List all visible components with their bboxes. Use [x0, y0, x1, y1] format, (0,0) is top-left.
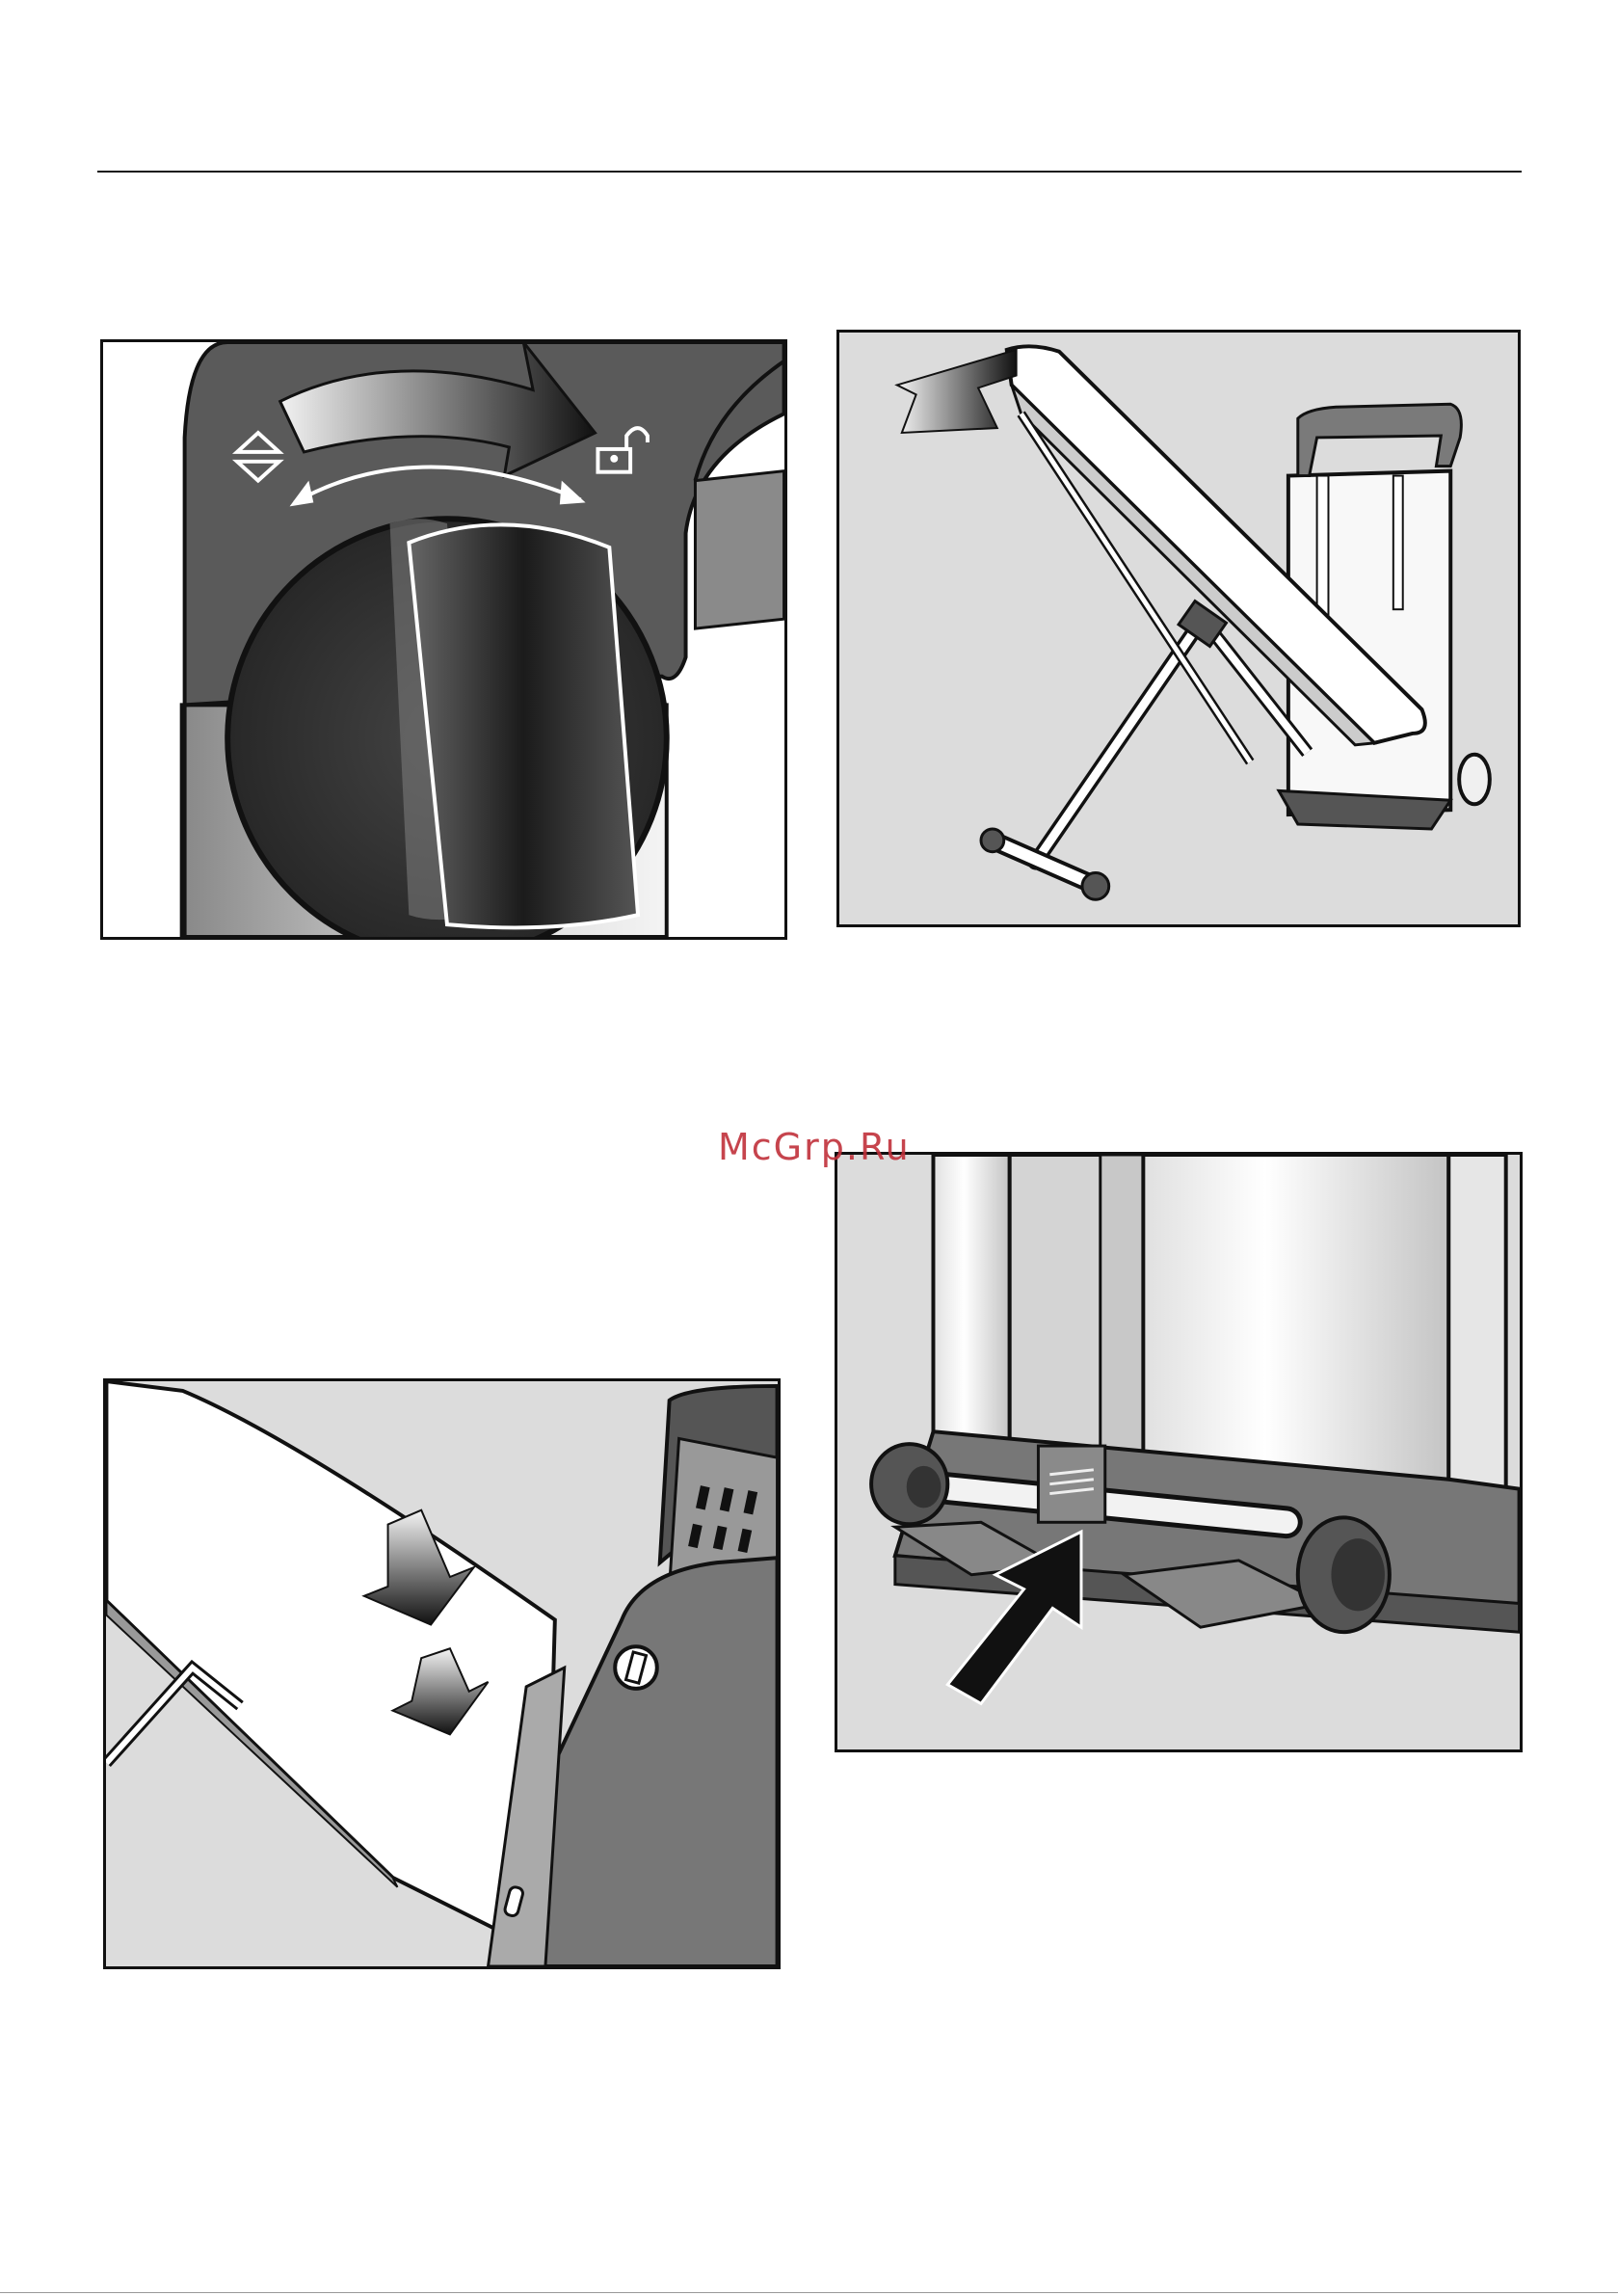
- figure-board-press-down: [103, 1378, 781, 1969]
- board-lift-illustration: [839, 333, 1518, 924]
- figure-knob-rotation: [100, 339, 787, 940]
- watermark-text: McGrp.Ru: [718, 1126, 911, 1168]
- figure-foot-release: [835, 1152, 1523, 1752]
- foot-release-illustration: [837, 1155, 1520, 1749]
- board-press-illustration: [106, 1381, 778, 1966]
- figure-board-lift: [836, 330, 1521, 927]
- footer-rule: [0, 2292, 1618, 2293]
- knob-illustration: [103, 342, 784, 937]
- header-rule: [97, 171, 1522, 173]
